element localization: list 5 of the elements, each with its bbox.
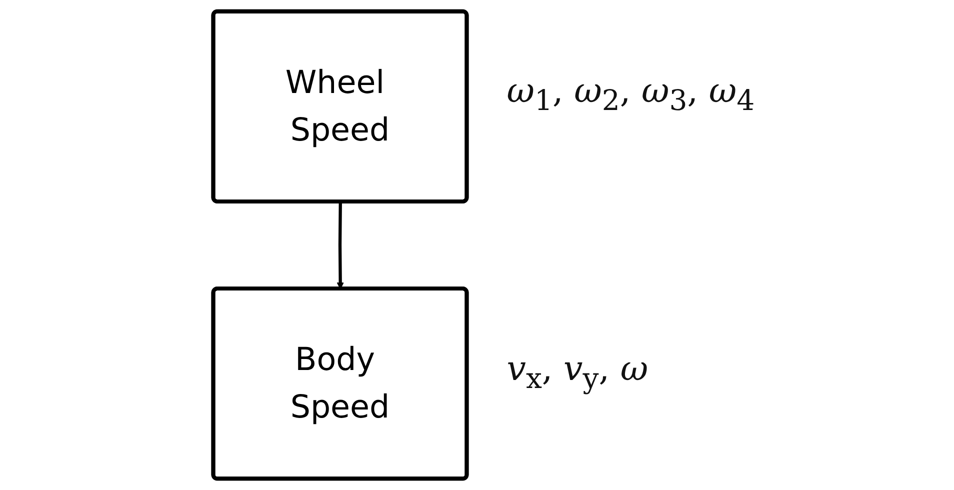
math-label: v$_{x}$, v$_{y}$, ω [506,348,648,394]
arrow [336,202,344,290]
node-label: Wheel Speed [285,64,390,148]
node-label: Body Speed [290,342,390,426]
math-label: ω$_{1}$, ω$_{2}$, ω$_{3}$, ω$_{4}$ [506,71,755,118]
